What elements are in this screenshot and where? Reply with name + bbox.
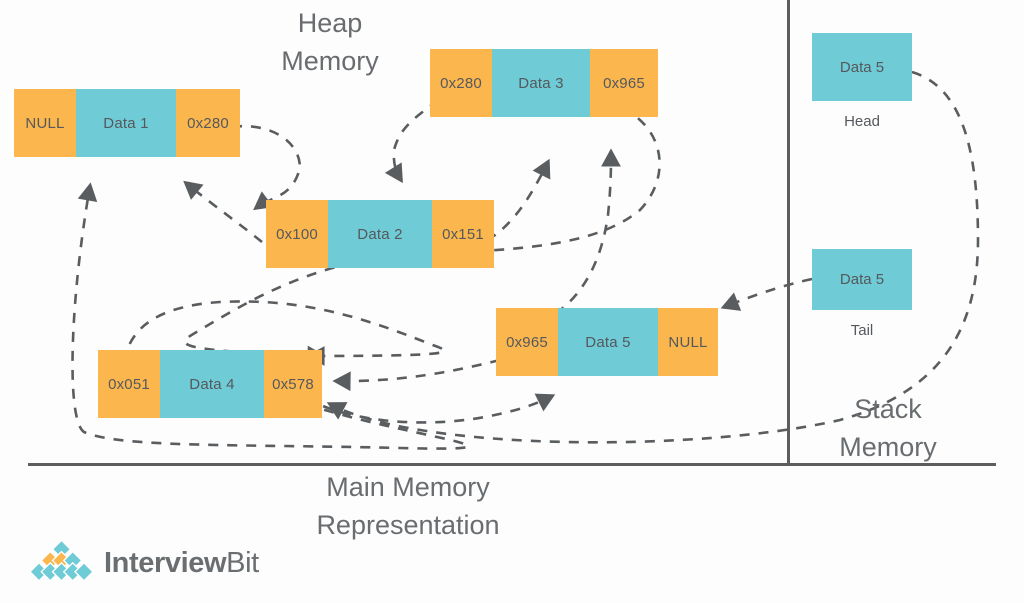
wire-tail-to-node5 bbox=[720, 277, 813, 311]
heading-stack-line-1: Stack bbox=[854, 394, 922, 424]
stack-head-value: Data 5 bbox=[812, 33, 912, 101]
heading-stack-memory: Stack Memory bbox=[793, 390, 983, 466]
wire-node4-to-node1 bbox=[71, 182, 470, 450]
node-5-prev-pointer: 0x965 bbox=[496, 308, 558, 376]
divider-horizontal-baseline bbox=[28, 463, 996, 466]
node-3-next-pointer: 0x965 bbox=[590, 49, 658, 117]
wire-node4-next-to-node5 bbox=[305, 393, 556, 424]
heading-heap-line-1: Heap bbox=[297, 8, 363, 38]
stack-entry-head: Data 5 Head bbox=[812, 33, 912, 130]
heading-main-memory: Main Memory Representation bbox=[268, 468, 548, 544]
stack-head-caption: Head bbox=[844, 113, 880, 130]
wire-node2-prevback-to-node1 bbox=[183, 180, 263, 244]
node-1-next-pointer: 0x280 bbox=[176, 89, 240, 157]
heading-stack-line-2: Memory bbox=[839, 432, 937, 462]
heap-node-1: NULL Data 1 0x280 bbox=[14, 89, 240, 157]
heap-node-4: 0x051 Data 4 0x578 bbox=[98, 350, 322, 418]
wire-node4-prev-up bbox=[122, 300, 446, 366]
node-5-data: Data 5 bbox=[558, 308, 658, 376]
wire-node3-prev-to-node2 bbox=[384, 98, 439, 184]
interviewbit-logo: InterviewBit bbox=[30, 541, 259, 585]
interviewbit-diamond-mark bbox=[30, 541, 93, 582]
wire-node2-next-to-node3 bbox=[469, 158, 551, 250]
node-2-prev-pointer: 0x100 bbox=[266, 200, 328, 268]
heap-node-5: 0x965 Data 5 NULL bbox=[496, 308, 718, 376]
interviewbit-wordmark: InterviewBit bbox=[104, 547, 259, 580]
heading-main-line-1: Main Memory bbox=[326, 472, 490, 502]
node-5-next-pointer: NULL bbox=[658, 308, 718, 376]
logo-text-thin: Bit bbox=[226, 546, 259, 579]
wire-head-to-node4 bbox=[326, 70, 980, 444]
wire-node1-next-to-node2 bbox=[231, 124, 302, 211]
stack-entry-tail: Data 5 Tail bbox=[812, 249, 912, 339]
wire-node5-to-node4 bbox=[332, 358, 501, 392]
stack-tail-caption: Tail bbox=[850, 322, 874, 339]
heading-heap-line-2: Memory bbox=[281, 46, 379, 76]
heading-heap-memory: Heap Memory bbox=[235, 4, 425, 80]
heap-node-2: 0x100 Data 2 0x151 bbox=[266, 200, 494, 268]
node-1-prev-pointer: NULL bbox=[14, 89, 76, 157]
divider-vertical-heap-stack bbox=[787, 0, 790, 466]
node-2-data: Data 2 bbox=[328, 200, 432, 268]
wire-node5-prev-to-node3 bbox=[501, 148, 621, 332]
node-4-next-pointer: 0x578 bbox=[264, 350, 322, 418]
node-4-prev-pointer: 0x051 bbox=[98, 350, 160, 418]
node-4-data: Data 4 bbox=[160, 350, 264, 418]
stack-tail-value: Data 5 bbox=[812, 249, 912, 310]
heading-main-line-2: Representation bbox=[316, 510, 500, 540]
node-2-next-pointer: 0x151 bbox=[432, 200, 494, 268]
wire-node3-next-to-node5 bbox=[183, 106, 661, 366]
heap-node-3: 0x280 Data 3 0x965 bbox=[430, 49, 658, 117]
node-3-data: Data 3 bbox=[492, 49, 590, 117]
logo-text-bold: Interview bbox=[104, 546, 227, 579]
node-3-prev-pointer: 0x280 bbox=[430, 49, 492, 117]
node-1-data: Data 1 bbox=[76, 89, 176, 157]
